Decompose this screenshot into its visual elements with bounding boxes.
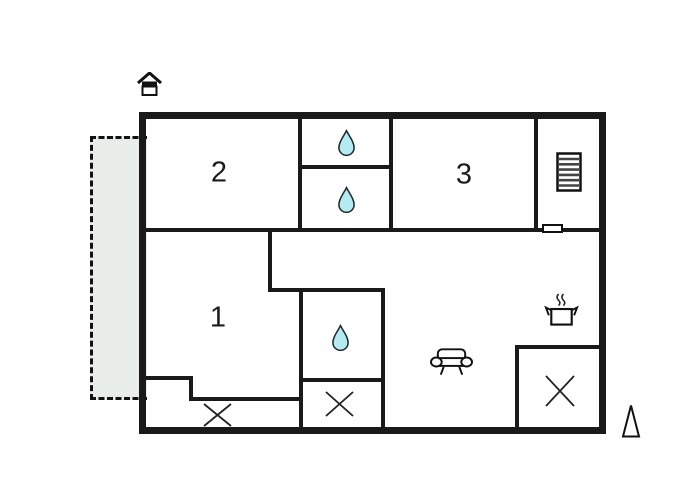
inner-wall-midbath-left (299, 290, 303, 427)
outer-wall-left (139, 112, 146, 434)
cross-marker (325, 391, 354, 417)
outer-wall-bottom (139, 427, 606, 434)
room-1-label: 1 (209, 301, 227, 334)
inner-wall-step-upper (146, 376, 193, 380)
inner-wall-horizontal-main (146, 228, 599, 232)
stove-icon (544, 291, 579, 328)
north-arrow-icon (621, 404, 641, 438)
room-2-label: 2 (210, 156, 228, 189)
cross-marker (203, 403, 232, 427)
cross-marker (545, 375, 575, 407)
inner-wall-xroom-top (515, 345, 599, 349)
inner-wall-bath-right (389, 119, 393, 228)
outer-wall-top (139, 112, 606, 119)
inner-wall-bath-divider (298, 165, 393, 169)
sofa-icon (430, 347, 473, 377)
inner-wall-nook-top (268, 288, 385, 292)
inner-wall-bath-left (298, 119, 302, 228)
room-3-label: 3 (455, 158, 473, 191)
door-window-marker (542, 224, 563, 233)
water-drop-icon (331, 323, 350, 353)
terrace-area (90, 136, 147, 400)
inner-wall-step-lower (189, 397, 303, 401)
inner-wall-step-vertical (189, 376, 193, 401)
staircase-icon (556, 152, 582, 192)
inner-wall-room1-right-upper (268, 232, 272, 290)
outer-wall-right (599, 112, 606, 434)
inner-wall-stairroom-left (534, 119, 538, 228)
water-drop-icon (337, 185, 356, 215)
water-drop-icon (337, 128, 356, 158)
inner-wall-xroom-left (515, 345, 519, 427)
house-icon (137, 71, 162, 99)
inner-wall-midbath-bottom (299, 378, 385, 382)
inner-wall-midbath-right (381, 288, 385, 427)
